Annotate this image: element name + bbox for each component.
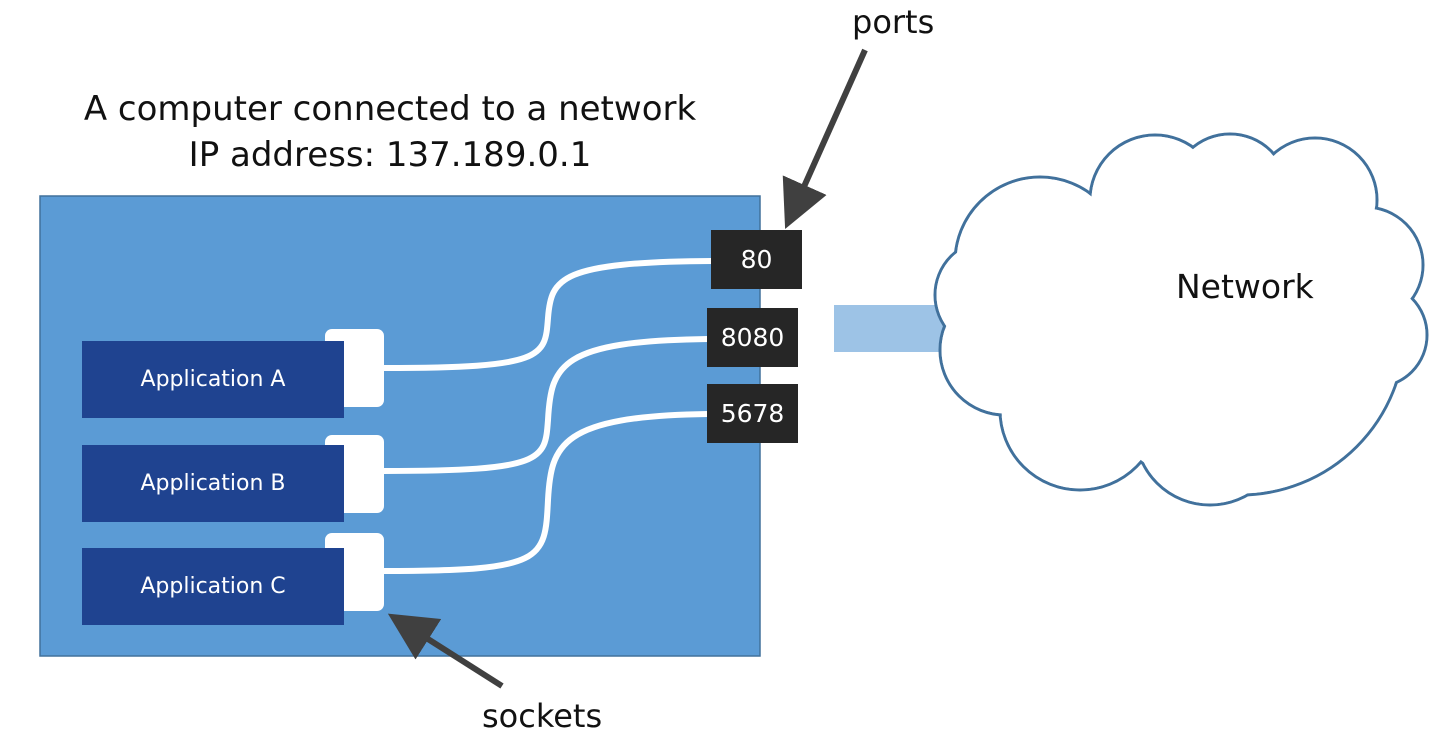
network-label: Network (1176, 267, 1314, 306)
port-80: 80 (711, 230, 802, 289)
cable-b (383, 336, 709, 474)
port-8080: 8080 (707, 308, 798, 367)
ports-label: ports (852, 3, 935, 41)
port-80-label: 80 (740, 245, 773, 274)
port-5678-label: 5678 (720, 399, 785, 428)
cable-c (383, 411, 709, 574)
application-a: Application A (82, 341, 344, 418)
ports-pointer-arrow (782, 48, 868, 229)
application-c-label: Application C (140, 574, 286, 599)
application-a-label: Application A (140, 367, 286, 392)
application-b-label: Application B (140, 471, 286, 496)
sockets-label: sockets (482, 697, 603, 735)
port-5678: 5678 (707, 384, 798, 443)
cable-a (383, 258, 713, 371)
application-b: Application B (82, 445, 344, 522)
application-c: Application C (82, 548, 344, 625)
diagram-title-line1: A computer connected to a network (83, 89, 697, 129)
port-8080-label: 8080 (720, 323, 785, 352)
sockets-pointer-arrow (387, 613, 504, 689)
diagram-title-line2: IP address: 137.189.0.1 (188, 135, 592, 175)
